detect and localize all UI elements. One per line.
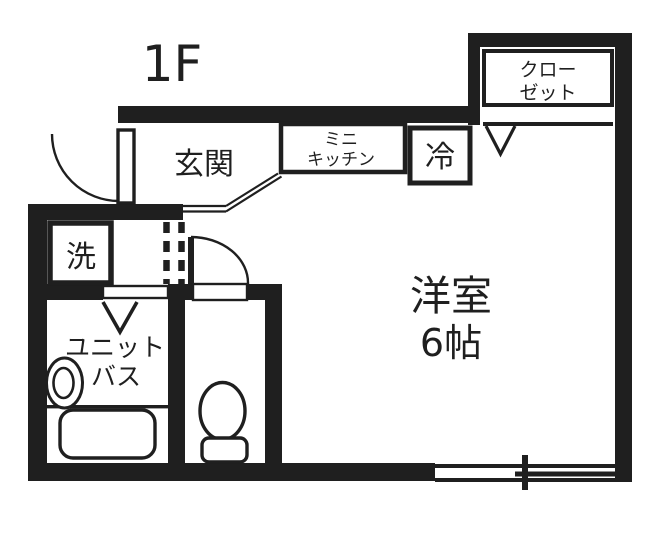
- toilet-fixture: [198, 380, 249, 464]
- unit-bath-fixtures: [45, 356, 168, 460]
- entrance-hall-opening: [163, 222, 185, 284]
- bath-door-threshold: [101, 284, 170, 300]
- entrance-door-panel-icon: [116, 128, 136, 205]
- wall-bath-toilet-divider: [168, 284, 185, 463]
- wall-closet-top: [468, 33, 632, 47]
- western-room-size-label: 6帖: [420, 321, 482, 365]
- entrance-door: [50, 128, 136, 205]
- closet-box: [482, 49, 614, 107]
- wall-bath-top-left: [28, 284, 103, 300]
- floor-label: 1F: [142, 35, 203, 93]
- mini-kitchen-label-line1: ミニ: [324, 130, 358, 150]
- washing-machine-label: 洗: [66, 240, 96, 275]
- wall-bottom: [28, 463, 435, 481]
- window-symbol: [435, 455, 617, 490]
- wall-toilet-right: [265, 284, 282, 463]
- entrance-door-arc-icon: [50, 133, 120, 203]
- refrigerator-box: [407, 125, 473, 186]
- closet-folding-door-icon: [484, 125, 517, 158]
- vanity-counter-line: [47, 405, 168, 409]
- toilet-tank-icon: [200, 436, 249, 464]
- step-line-horizontal: [183, 204, 226, 213]
- window-center-tick: [522, 455, 528, 490]
- refrigerator-label: 冷: [425, 140, 455, 175]
- closet-label-line1: クロー: [519, 59, 576, 81]
- closet-front-line: [483, 122, 613, 126]
- wall-top: [118, 106, 480, 123]
- wall-right: [615, 33, 632, 482]
- toilet-door-panel-icon: [188, 237, 194, 284]
- western-room-label: 洋室: [410, 272, 492, 320]
- sink-basin-icon: [52, 366, 75, 400]
- washing-machine-box: [47, 220, 114, 286]
- toilet-door: [188, 235, 250, 285]
- unit-bath-label-line1: ユニット: [65, 333, 165, 362]
- entrance-label: 玄関: [174, 147, 234, 182]
- entrance-step-lines: [183, 172, 283, 213]
- unit-bath-label-line2: バス: [91, 362, 141, 391]
- step-line-diagonal: [225, 172, 283, 213]
- wall-hall-top: [28, 204, 183, 220]
- toilet-bowl-icon: [198, 380, 247, 442]
- mini-kitchen-label-line2: キッチン: [307, 150, 375, 170]
- window-sash: [515, 471, 617, 477]
- walls: [28, 33, 632, 482]
- toilet-door-threshold: [191, 282, 249, 302]
- wall-closet-left: [468, 33, 480, 125]
- closet-label-line2: ゼット: [519, 82, 576, 104]
- bath-folding-door-icon: [101, 301, 139, 336]
- mini-kitchen-box: [278, 121, 408, 175]
- wall-left: [28, 204, 47, 481]
- bathtub-icon: [58, 408, 157, 460]
- toilet-door-arc-icon: [190, 235, 250, 285]
